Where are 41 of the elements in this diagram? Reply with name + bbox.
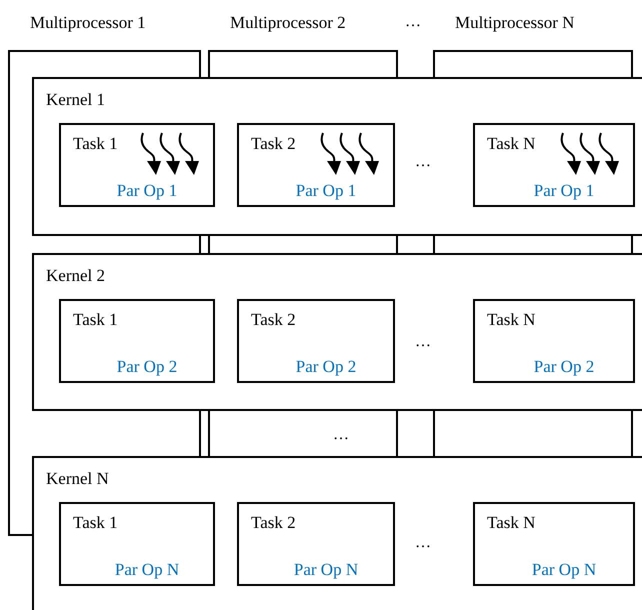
operation-label: Par Op 2 (532, 357, 596, 377)
task-box (59, 502, 215, 586)
task-box (59, 123, 215, 207)
ellipsis: … (405, 12, 421, 32)
task-box (237, 502, 395, 586)
task-title: Task 2 (251, 309, 296, 331)
ellipsis: … (415, 152, 431, 172)
kernel-title: Kernel N (46, 468, 109, 490)
operation-label: Par Op 1 (532, 181, 596, 201)
task-title: Task 2 (251, 133, 296, 155)
multiprocessor-label: Multiprocessor 2 (230, 12, 346, 34)
task-box (473, 502, 635, 586)
operation-label: Par Op 2 (294, 357, 358, 377)
operation-label: Par Op 1 (116, 181, 178, 201)
ellipsis: … (333, 425, 349, 445)
operation-label: Par Op N (114, 560, 180, 580)
task-title: Task 1 (73, 512, 118, 534)
task-title: Task 2 (251, 512, 296, 534)
operation-label: Par Op 2 (116, 357, 178, 377)
operation-label: Par Op N (292, 560, 360, 580)
task-title: Task 1 (73, 133, 118, 155)
task-title: Task 1 (73, 309, 118, 331)
task-box (237, 299, 395, 383)
task-box (473, 123, 635, 207)
kernel-title: Kernel 2 (46, 265, 106, 287)
ellipsis: … (415, 332, 431, 352)
kernel-title: Kernel 1 (46, 89, 106, 111)
multiprocessor-label: Multiprocessor 1 (30, 12, 146, 34)
operation-label: Par Op 1 (294, 181, 358, 201)
task-title: Task N (487, 309, 536, 331)
task-title: Task N (487, 133, 536, 155)
task-title: Task N (487, 512, 536, 534)
kernel-box (32, 456, 642, 610)
task-box (473, 299, 635, 383)
multiprocessor-label: Multiprocessor N (455, 12, 574, 34)
operation-label: Par Op N (530, 560, 598, 580)
task-box (59, 299, 215, 383)
kernel-box (32, 253, 642, 411)
kernel-box (32, 77, 642, 236)
task-box (237, 123, 395, 207)
ellipsis: … (415, 533, 431, 553)
